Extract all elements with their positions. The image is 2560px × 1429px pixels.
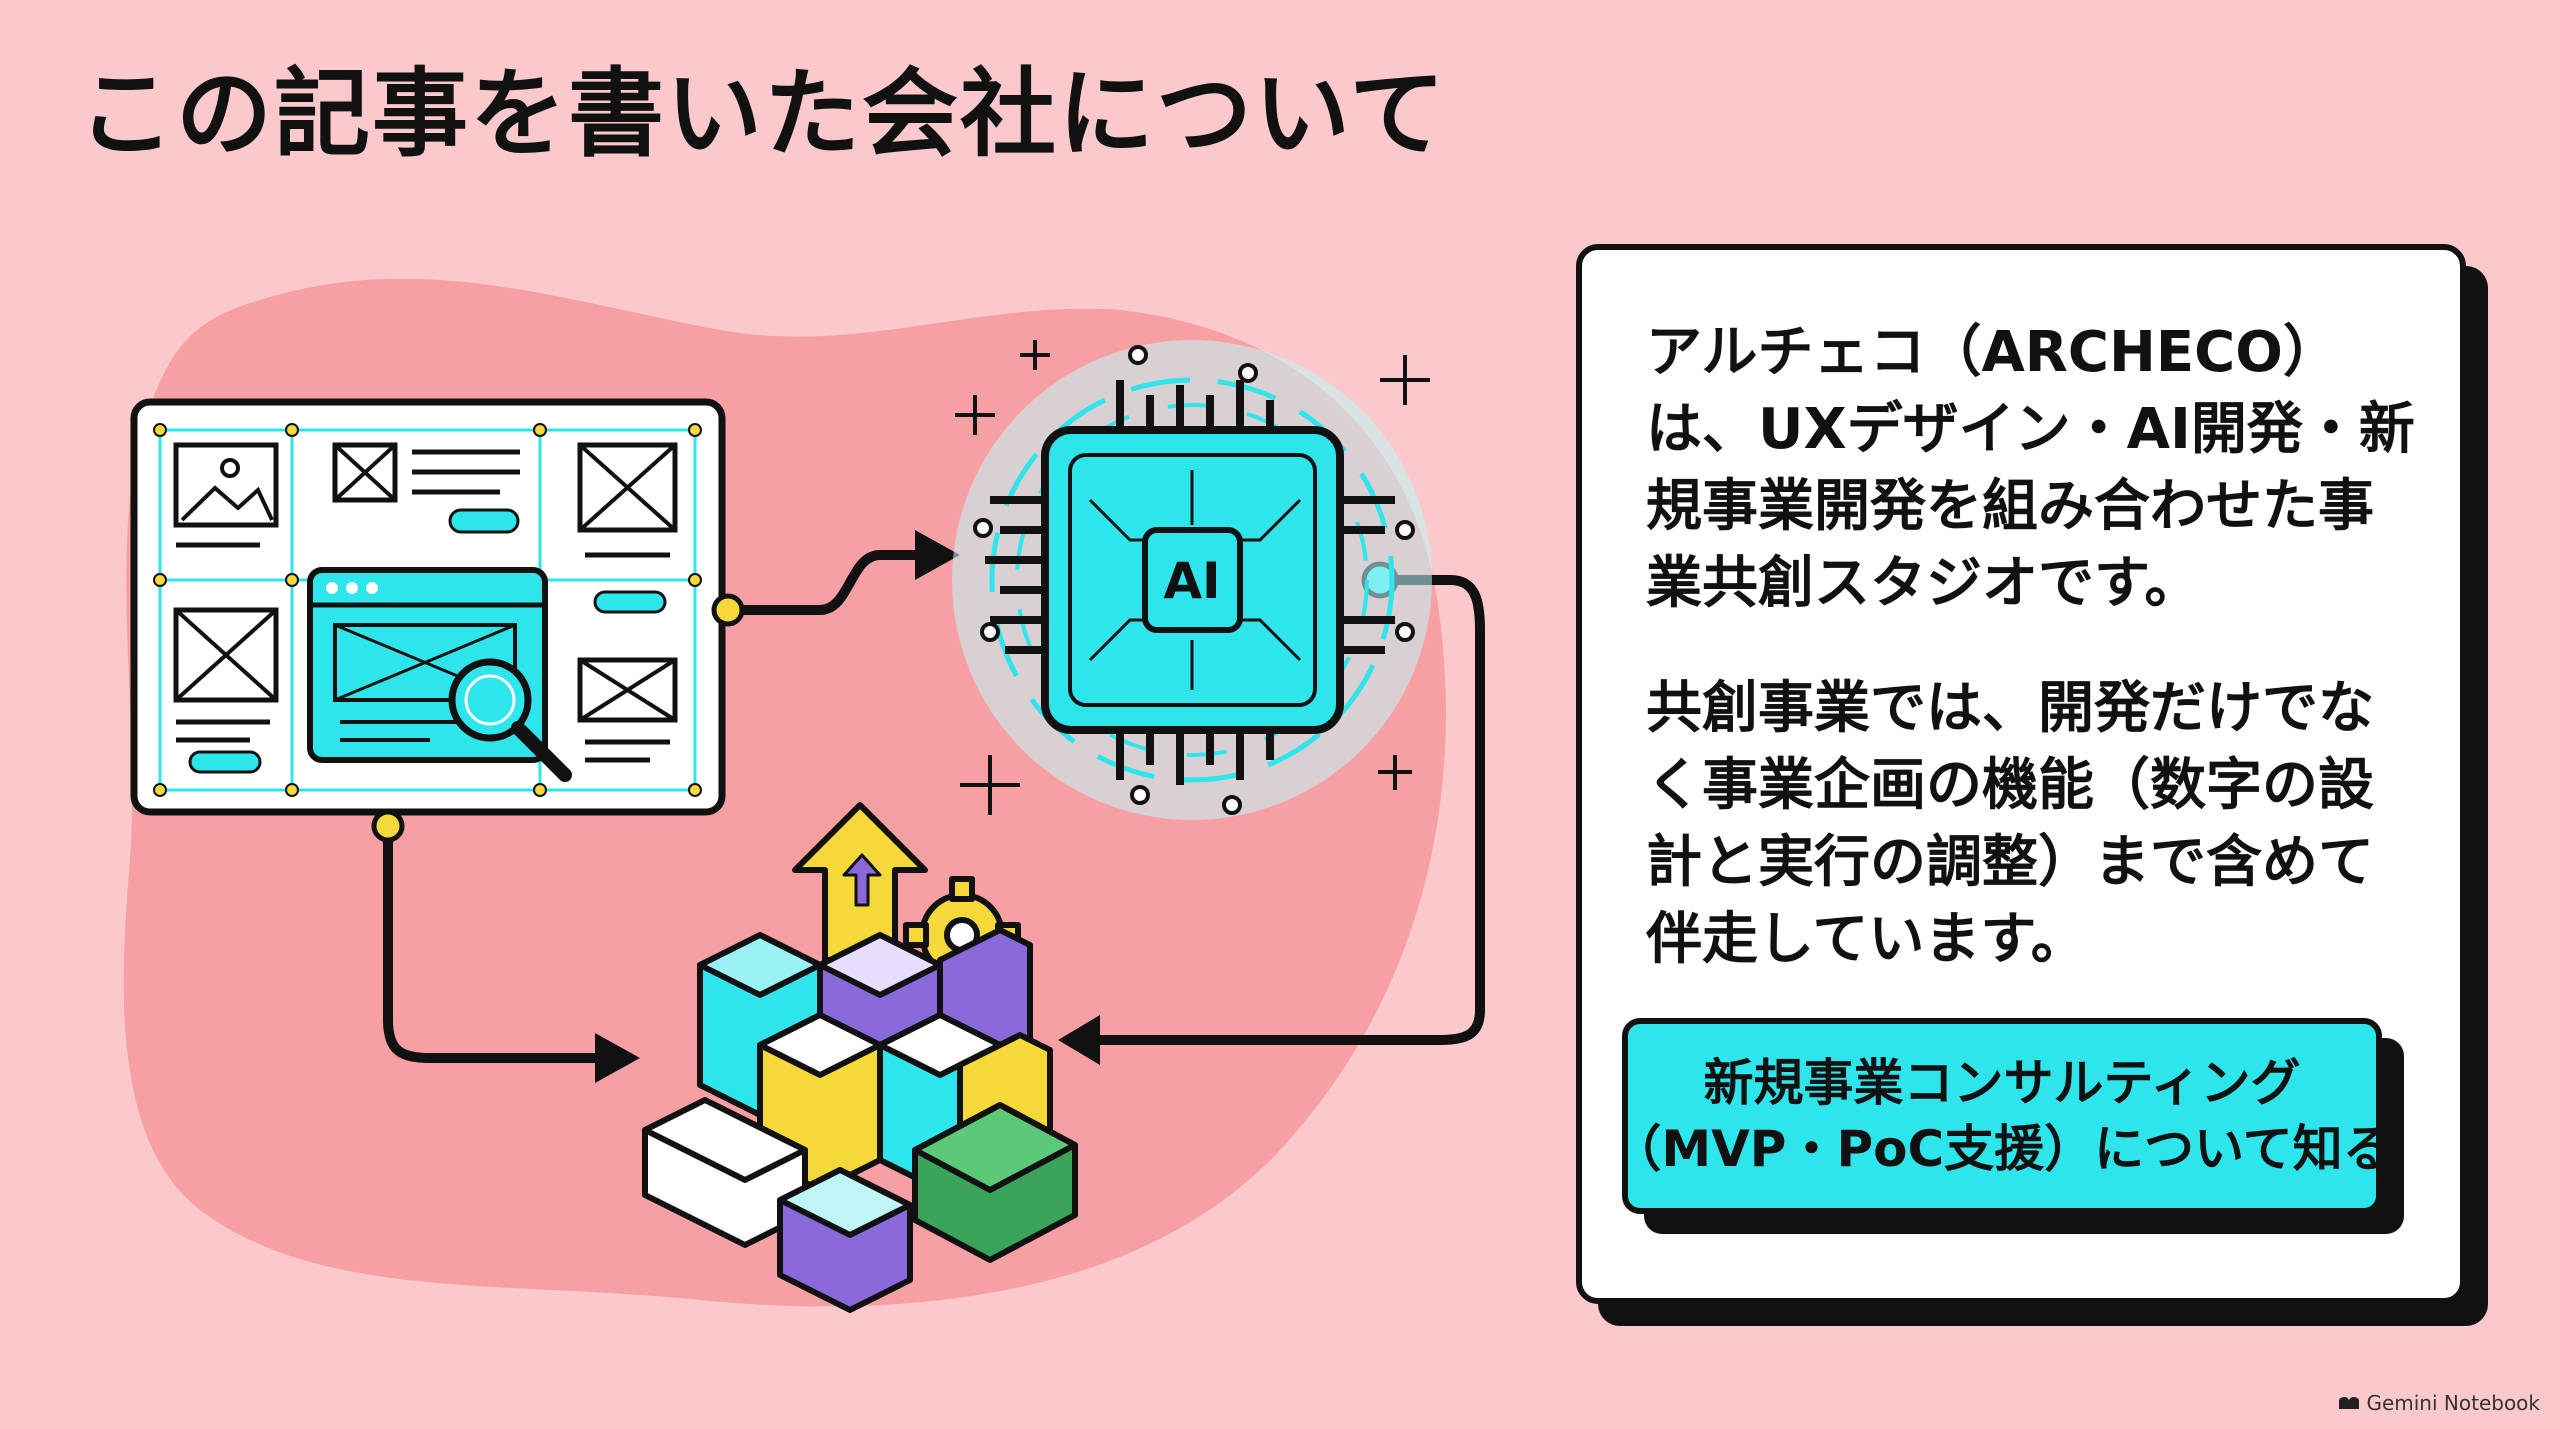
page-title: この記事を書いた会社について (78, 58, 1448, 170)
cta-line-2: （MVP・PoC支援）について知る (1611, 1120, 2393, 1178)
chip-label: AI (1163, 552, 1220, 610)
watermark-label: Gemini Notebook (2366, 1391, 2540, 1415)
company-info-card: アルチェコ（ARCHECO）は、UXデザイン・AI開発・新規事業開発を組み合わせ… (1576, 244, 2466, 1304)
co-creation-description: 共創事業では、開発だけでなく事業企画の機能（数字の設計と実行の調整）まで含めて伴… (1646, 676, 2374, 972)
arrow-to-chip-icon (711, 530, 960, 627)
building-blocks-icon (642, 802, 1078, 1313)
hero-illustration: AI (123, 278, 1485, 1313)
notebook-icon (2339, 1397, 2360, 1409)
sparkle-icon (955, 340, 1430, 815)
gemini-notebook-watermark: Gemini Notebook (2338, 1391, 2540, 1415)
ai-chip-icon: AI (952, 340, 1432, 820)
consulting-cta-button[interactable]: 新規事業コンサルティング （MVP・PoC支援）について知る (1611, 1018, 2393, 1214)
company-description: アルチェコ（ARCHECO）は、UXデザイン・AI開発・新規事業開発を組み合わせ… (1646, 320, 2415, 616)
wireframe-board-icon (130, 398, 726, 816)
arrow-to-blocks-icon (371, 809, 640, 1083)
cta-line-1: 新規事業コンサルティング (1703, 1054, 2301, 1112)
